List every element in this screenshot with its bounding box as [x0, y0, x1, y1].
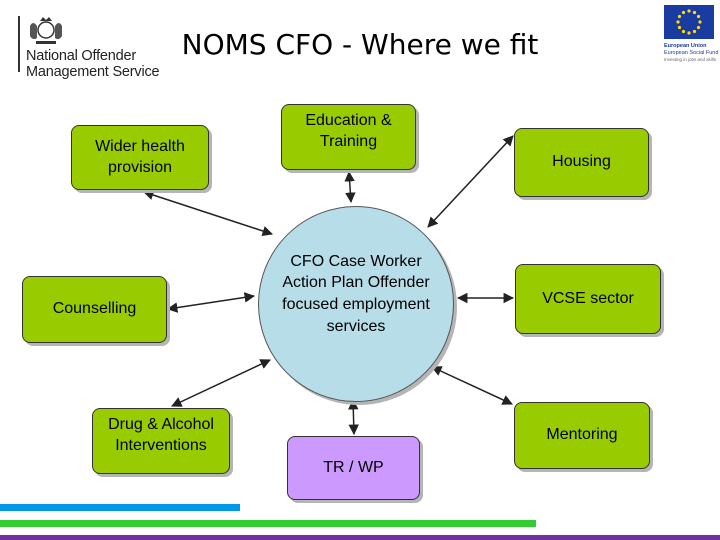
- noms-logo: National Offender Management Service: [18, 12, 168, 80]
- royal-crest-icon: [30, 17, 62, 44]
- node-drug-alcohol: Drug & Alcohol Interventions: [92, 408, 230, 474]
- arrow-education: [344, 170, 356, 204]
- eu-star-icon: [692, 10, 697, 15]
- eu-star-icon: [687, 31, 691, 35]
- node-drug-alcohol-label: Drug & Alcohol Interventions: [108, 416, 214, 454]
- arrow-housing: [427, 135, 514, 228]
- eu-star-icon: [677, 25, 682, 30]
- footer-bar-purple: [0, 535, 720, 540]
- eu-star-icon: [696, 14, 701, 19]
- node-education: Education & Training: [281, 104, 416, 170]
- node-education-label: Education & Training: [305, 112, 392, 150]
- node-counselling-label: Counselling: [52, 300, 137, 318]
- eu-logo: European Union European Social Fund Inve…: [664, 5, 718, 62]
- eu-star-icon: [687, 9, 691, 13]
- eu-logo-line2: European Social Fund: [664, 50, 719, 56]
- logo-divider: [18, 16, 20, 72]
- node-housing: Housing: [514, 128, 649, 197]
- eu-logo-line1: European Union: [664, 43, 707, 49]
- node-tr-wp: TR / WP: [287, 436, 420, 500]
- arrow-drug-alcohol: [171, 359, 271, 407]
- node-wider-health-label: Wider health provision: [95, 137, 185, 176]
- node-housing-label: Housing: [552, 153, 611, 171]
- center-node: CFO Case Worker Action Plan Offender foc…: [258, 206, 454, 402]
- eu-logo-line3: Investing in jobs and skills: [664, 57, 717, 62]
- node-counselling: Counselling: [22, 276, 167, 343]
- node-vcse: VCSE sector: [515, 264, 661, 334]
- arrow-counselling: [166, 292, 256, 313]
- arrow-mentoring: [431, 366, 513, 405]
- node-mentoring: Mentoring: [514, 402, 650, 469]
- eu-star-icon: [696, 25, 701, 30]
- node-tr-wp-label: TR / WP: [323, 459, 384, 477]
- footer-bar-green: [0, 520, 536, 527]
- arrow-wider-health: [143, 189, 273, 237]
- eu-star-icon: [676, 20, 680, 24]
- eu-flag-icon: [664, 5, 714, 39]
- eu-star-icon: [681, 29, 686, 34]
- eu-star-icon: [681, 10, 686, 15]
- eu-star-icon: [698, 20, 702, 24]
- eu-star-icon: [692, 29, 697, 34]
- slide-title: NOMS CFO - Where we fit: [181, 28, 539, 61]
- logo-text-line2: Management Service: [26, 64, 160, 80]
- eu-stars-icon: [676, 9, 702, 35]
- node-mentoring-label: Mentoring: [546, 426, 618, 444]
- arrow-tr-wp: [348, 398, 359, 436]
- footer-bar-blue: [0, 504, 240, 511]
- logo-text-line1: National Offender: [26, 48, 136, 64]
- center-node-label: CFO Case Worker Action Plan Offender foc…: [282, 252, 430, 335]
- node-vcse-label: VCSE sector: [542, 289, 634, 307]
- eu-star-icon: [677, 14, 682, 19]
- node-wider-health: Wider health provision: [71, 125, 209, 190]
